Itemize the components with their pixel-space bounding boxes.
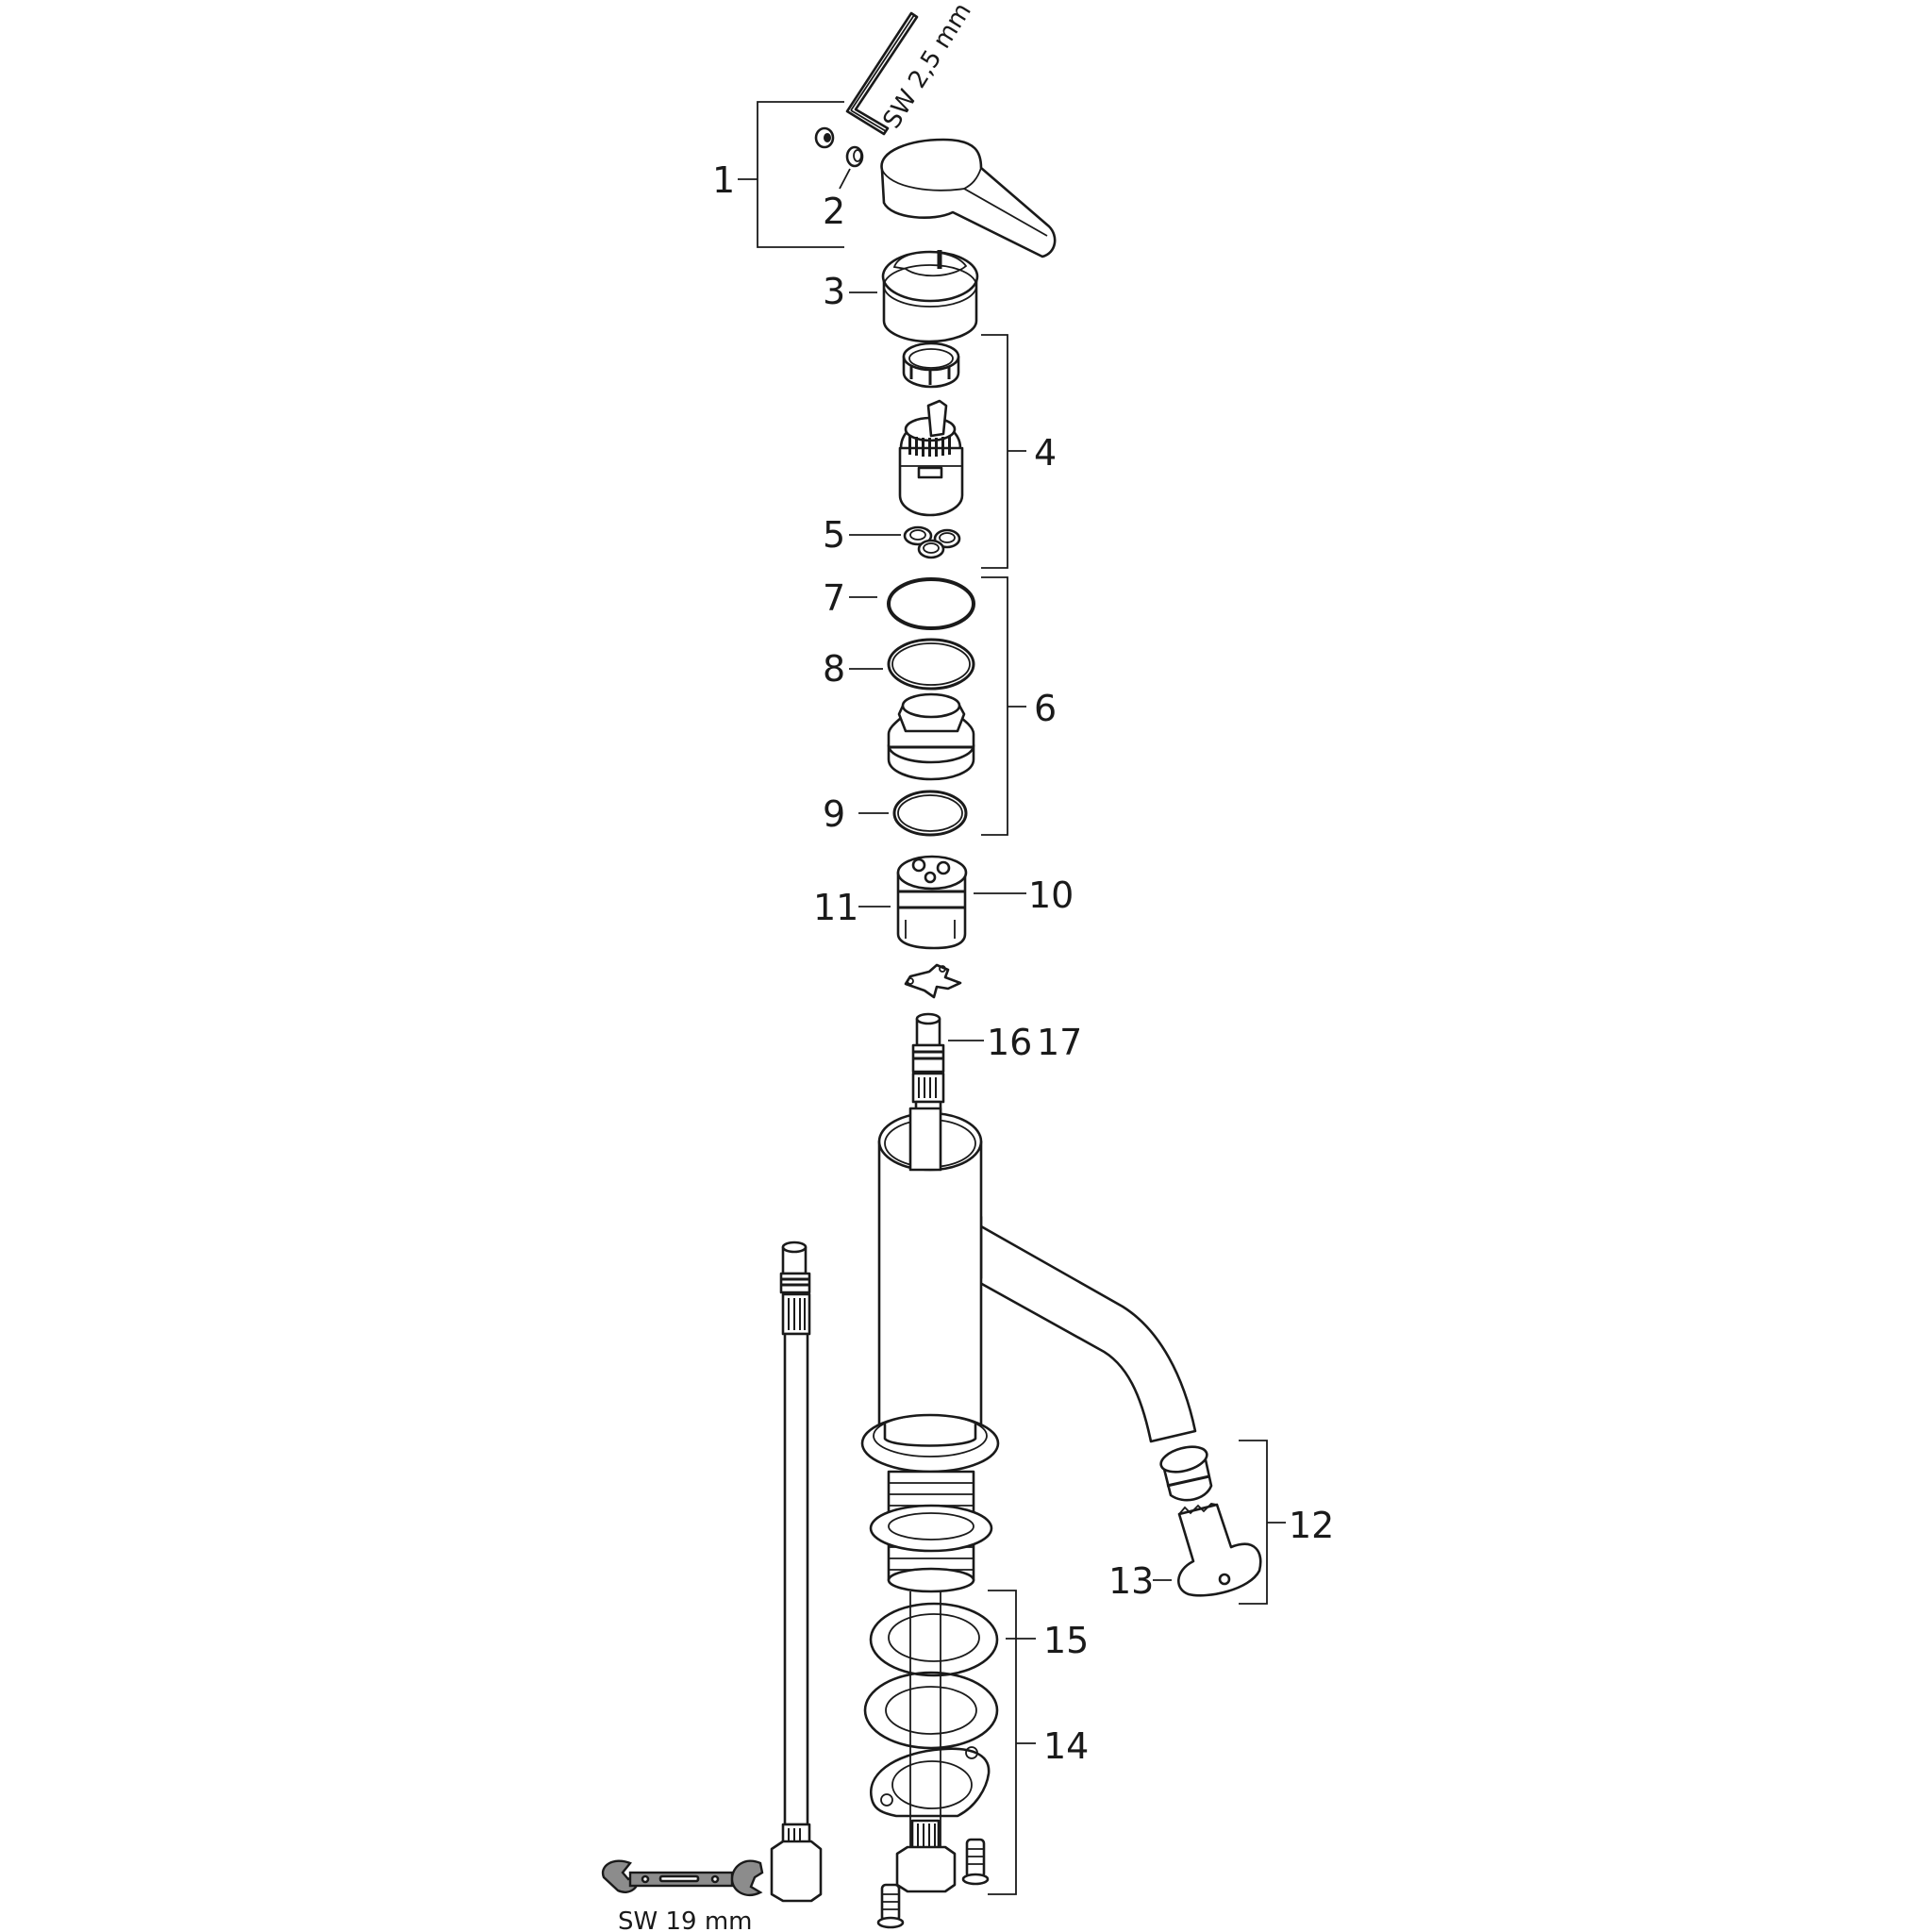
cartridge-icon bbox=[898, 399, 964, 517]
label-6: 6 bbox=[1034, 688, 1057, 729]
label-4: 4 bbox=[1034, 432, 1057, 474]
connection-hose-icon bbox=[770, 1241, 823, 1903]
label-5: 5 bbox=[823, 514, 845, 556]
bracket-group-14 bbox=[988, 1590, 1036, 1895]
faucet-body-icon bbox=[860, 1107, 1197, 1887]
label-8: 8 bbox=[823, 648, 845, 690]
label-7: 7 bbox=[823, 577, 845, 619]
cartridge-ring-icon bbox=[902, 341, 960, 389]
wrench-size-label: SW 19 mm bbox=[618, 1907, 752, 1932]
cartridge-nut-icon bbox=[887, 692, 975, 781]
label-10: 10 bbox=[1028, 874, 1074, 916]
bracket-group-12 bbox=[1239, 1440, 1286, 1605]
label-3: 3 bbox=[823, 271, 845, 312]
label-15: 15 bbox=[1043, 1620, 1089, 1661]
retaining-clip-icon bbox=[904, 963, 962, 999]
cartridge-seals-icon bbox=[903, 525, 961, 559]
set-screw-a-icon bbox=[814, 126, 835, 149]
cover-cap-icon bbox=[881, 250, 979, 343]
set-screw-b-icon bbox=[845, 145, 864, 168]
washer-15-icon bbox=[869, 1602, 999, 1677]
stud-screw-b-icon bbox=[876, 1883, 905, 1929]
label-14: 14 bbox=[1043, 1725, 1089, 1767]
allen-key-icon bbox=[845, 11, 919, 136]
label-13: 13 bbox=[1108, 1560, 1154, 1602]
diverter-insert-icon bbox=[896, 855, 968, 950]
wrench-icon bbox=[601, 1859, 764, 1897]
aerator-icon bbox=[1159, 1445, 1213, 1502]
o-ring-9-icon bbox=[892, 790, 968, 837]
label-1: 1 bbox=[712, 159, 735, 201]
stud-screw-a-icon bbox=[961, 1838, 990, 1886]
aerator-key-icon bbox=[1177, 1503, 1262, 1597]
bracket-group-1 bbox=[738, 101, 844, 248]
label-11: 11 bbox=[813, 887, 858, 928]
mounting-plate-icon bbox=[870, 1746, 991, 1818]
bracket-group-6 bbox=[981, 576, 1026, 836]
o-ring-7-icon bbox=[887, 577, 975, 630]
label-16: 16 bbox=[987, 1022, 1032, 1063]
label-17: 17 bbox=[1037, 1022, 1082, 1063]
hose-nut-icon bbox=[895, 1819, 957, 1893]
label-12: 12 bbox=[1289, 1505, 1334, 1546]
bracket-group-4 bbox=[981, 334, 1026, 569]
lever-handle-icon bbox=[880, 138, 1057, 258]
o-ring-8-icon bbox=[887, 638, 975, 691]
label-9: 9 bbox=[823, 793, 845, 835]
washer-14-icon bbox=[863, 1671, 999, 1750]
allen-key-size-label: SW 2,5 mm bbox=[877, 0, 976, 134]
label-2: 2 bbox=[823, 191, 845, 232]
